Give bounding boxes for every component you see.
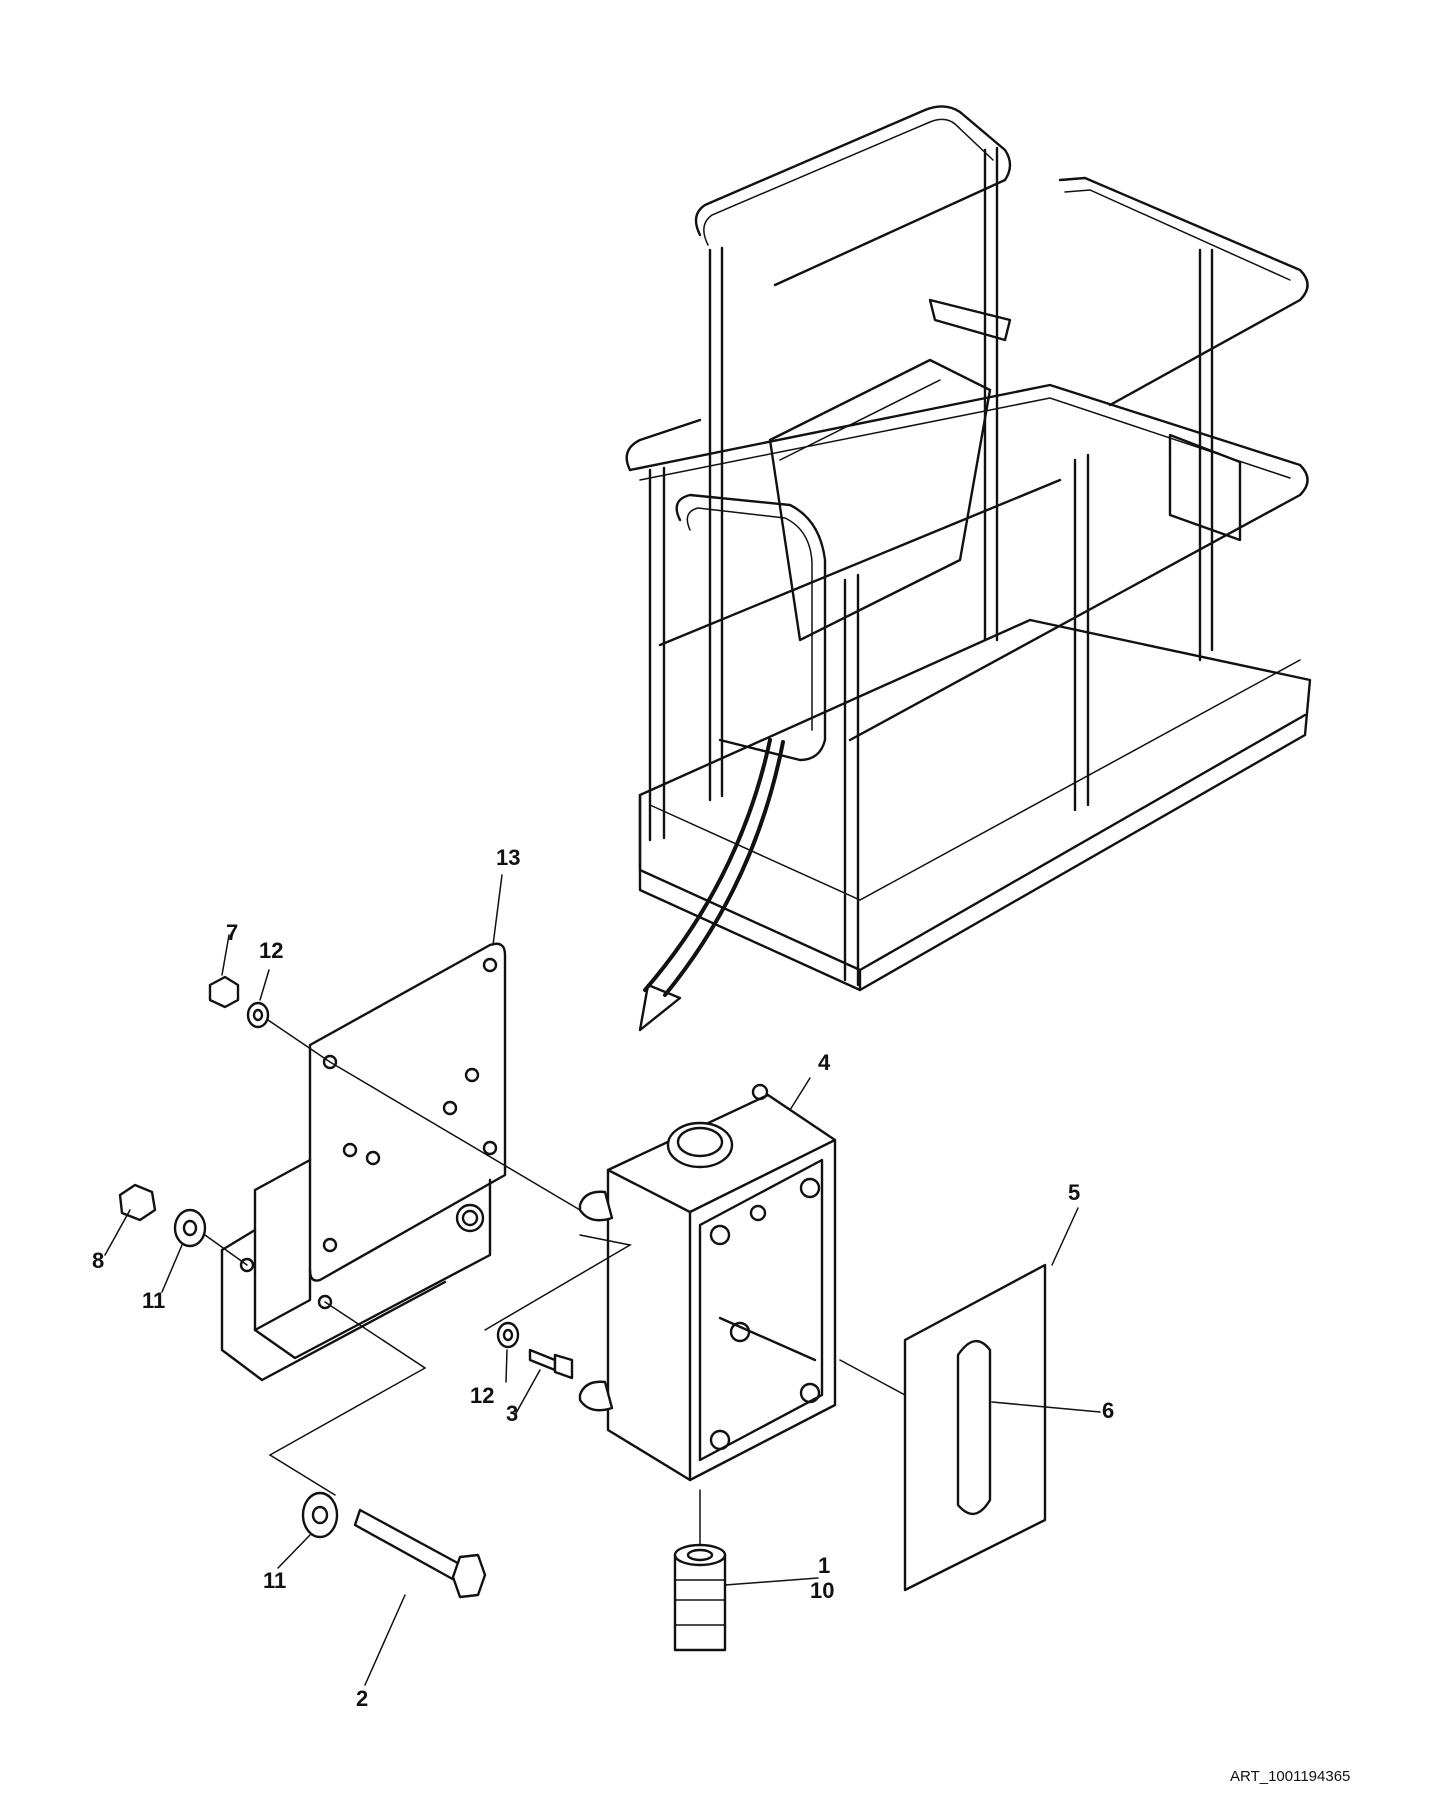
callout-6: 6 xyxy=(1102,1398,1115,1423)
mounting-bracket xyxy=(220,942,507,1382)
platform-basket xyxy=(625,105,1312,1032)
callout-10: 10 xyxy=(810,1578,835,1603)
callout-4: 4 xyxy=(818,1050,831,1075)
callout-8: 8 xyxy=(92,1248,105,1273)
callout-13: 13 xyxy=(496,845,521,870)
callout-3: 3 xyxy=(506,1401,519,1426)
decal-label xyxy=(903,1263,1047,1592)
callout-2: 2 xyxy=(356,1686,369,1711)
callout-12-top: 12 xyxy=(259,938,284,963)
enclosure-box xyxy=(578,1083,837,1482)
art-number: ART_1001194365 xyxy=(1230,1768,1351,1785)
callout-11-left: 11 xyxy=(142,1288,166,1313)
leader-lines xyxy=(104,874,1101,1686)
callout-7: 7 xyxy=(226,920,239,945)
callout-12-bottom: 12 xyxy=(470,1383,495,1408)
callout-5: 5 xyxy=(1068,1180,1081,1205)
callout-11-bottom: 11 xyxy=(263,1568,287,1593)
callout-1: 1 xyxy=(818,1553,831,1578)
